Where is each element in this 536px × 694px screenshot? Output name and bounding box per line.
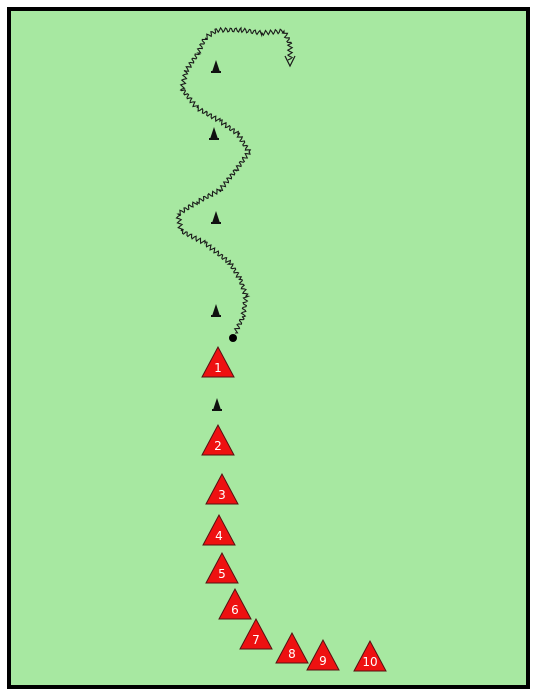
player-triangle — [201, 423, 235, 456]
cone-icon — [211, 60, 221, 73]
player-3: 3 — [205, 472, 239, 505]
field — [7, 7, 530, 689]
dribble-path-group — [175, 26, 296, 334]
player-label: 3 — [218, 488, 226, 502]
dribble-path — [175, 26, 294, 334]
cones-group — [209, 60, 222, 411]
player-triangle — [353, 639, 387, 672]
player-10: 10 — [353, 639, 387, 672]
player-label: 1 — [214, 361, 222, 375]
player-triangle — [306, 638, 340, 671]
player-triangle — [202, 513, 236, 546]
cone-icon — [211, 304, 221, 317]
cone-icon — [211, 211, 221, 224]
player-4: 4 — [202, 513, 236, 546]
ball-group — [229, 334, 237, 342]
player-label: 2 — [214, 439, 222, 453]
cone-icon — [212, 398, 222, 411]
player-9: 9 — [306, 638, 340, 671]
player-triangle — [201, 345, 235, 378]
player-triangle — [205, 472, 239, 505]
player-label: 5 — [218, 567, 226, 581]
player-label: 4 — [215, 529, 223, 543]
cone-icon — [209, 127, 219, 140]
player-8: 8 — [275, 631, 309, 664]
player-label: 8 — [288, 647, 296, 661]
ball-icon — [229, 334, 237, 342]
player-2: 2 — [201, 423, 235, 456]
player-triangle — [239, 617, 273, 650]
player-triangle — [275, 631, 309, 664]
player-5: 5 — [205, 551, 239, 584]
players-group: 1 2 3 4 5 6 7 8 9 10 — [201, 345, 387, 672]
player-label: 6 — [231, 603, 239, 617]
player-6: 6 — [218, 587, 252, 620]
player-triangle — [218, 587, 252, 620]
player-1: 1 — [201, 345, 235, 378]
arrowhead-icon — [284, 55, 296, 68]
player-label: 9 — [319, 654, 327, 668]
player-triangle — [205, 551, 239, 584]
player-7: 7 — [239, 617, 273, 650]
player-label: 7 — [252, 633, 260, 647]
player-label: 10 — [362, 655, 377, 669]
